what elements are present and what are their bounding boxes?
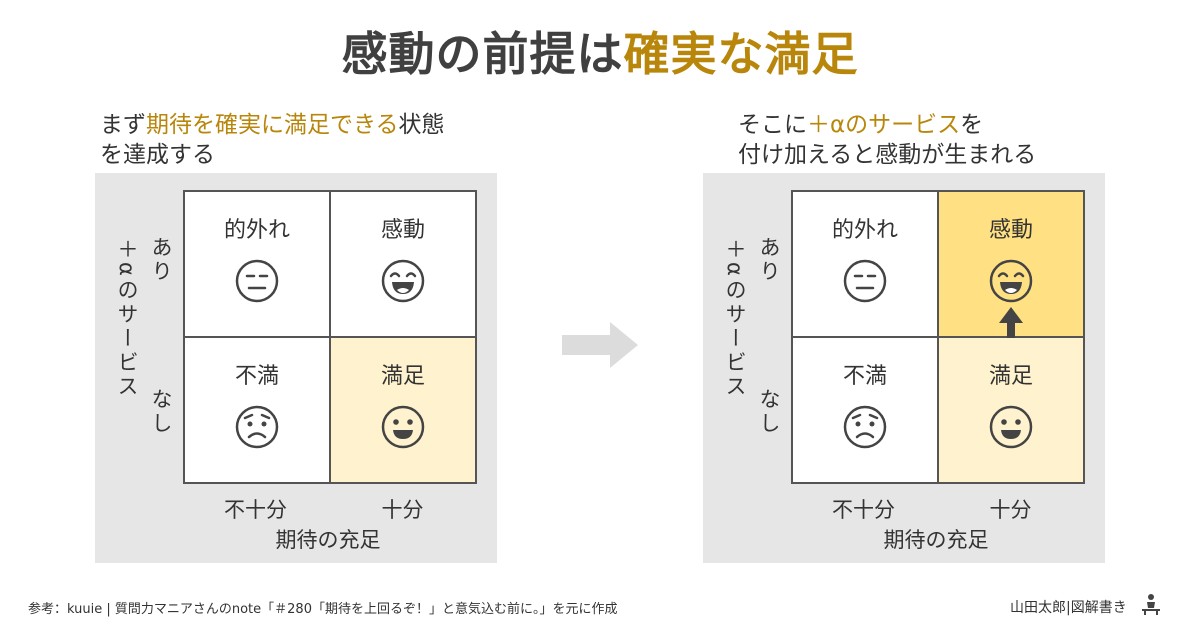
right-caption-c: を	[960, 112, 984, 138]
left-caption-a: まず	[100, 112, 146, 138]
right-cell-satisfied: 満足	[939, 338, 1083, 482]
left-caption-line2: を達成する	[100, 142, 215, 168]
title-part1: 感動の前提は	[341, 27, 624, 81]
right-caption: そこに＋αのサービスを 付け加えると感動が生まれる	[738, 110, 1036, 170]
left-x-right: 十分	[381, 498, 424, 522]
author-signature: 山田太郎|図解書き	[1010, 600, 1127, 616]
right-y-top: あり	[757, 236, 781, 284]
right-cell-impressed: 感動	[939, 192, 1083, 351]
right-x-right: 十分	[989, 498, 1032, 522]
page-title: 感動の前提は確実な満足	[0, 18, 1200, 84]
right-x-left: 不十分	[832, 498, 895, 522]
right-cell-impressed-label: 感動	[988, 218, 1033, 243]
person-at-desk-icon	[1142, 594, 1160, 615]
right-cell-dissatisfied: 不満	[793, 338, 937, 482]
right-cell-miss: 的外れ	[793, 192, 937, 336]
laughing-face-icon	[989, 259, 1033, 303]
left-cell-satisfied-label: 満足	[380, 364, 425, 389]
left-cell-impressed-label: 感動	[380, 218, 425, 243]
neutral-face-icon	[843, 259, 887, 303]
right-y-bottom: なし	[757, 388, 781, 436]
title-part2: 確実な満足	[623, 27, 859, 81]
right-x-title: 期待の充足	[883, 528, 989, 552]
smile-face-icon	[381, 405, 425, 449]
left-y-title: ＋αのサービス	[115, 238, 139, 399]
up-arrow-icon	[999, 307, 1023, 351]
left-cell-impressed: 感動	[331, 192, 475, 336]
worried-face-icon	[843, 405, 887, 449]
left-cell-miss: 的外れ	[185, 192, 329, 336]
left-cell-dissatisfied: 不満	[185, 338, 329, 482]
left-x-left: 不十分	[224, 498, 287, 522]
right-caption-b: ＋αのサービス	[807, 112, 961, 138]
right-cell-satisfied-label: 満足	[988, 364, 1033, 389]
worried-face-icon	[235, 405, 279, 449]
left-cell-dissatisfied-label: 不満	[234, 364, 279, 389]
left-x-title: 期待の充足	[275, 528, 381, 552]
neutral-face-icon	[235, 259, 279, 303]
left-cell-miss-label: 的外れ	[223, 218, 290, 243]
right-caption-a: そこに	[738, 112, 807, 138]
right-y-title: ＋αのサービス	[723, 238, 747, 399]
right-grid: 的外れ 感動 不満 満足	[791, 190, 1085, 484]
right-cell-miss-label: 的外れ	[831, 218, 898, 243]
source-footer: 参考：kuuie | 質問力マニアさんのnote「＃280「期待を上回るぞ！」と…	[28, 602, 618, 617]
right-cell-dissatisfied-label: 不満	[842, 364, 887, 389]
left-caption-b: 期待を確実に満足できる	[146, 112, 399, 138]
left-grid: 的外れ 感動 不満 満足	[183, 190, 477, 484]
left-caption: まず期待を確実に満足できる状態 を達成する	[100, 110, 445, 170]
laughing-face-icon	[381, 259, 425, 303]
right-arrow-icon	[562, 322, 638, 368]
smile-face-icon	[989, 405, 1033, 449]
left-y-top: あり	[149, 236, 173, 284]
left-y-bottom: なし	[149, 388, 173, 436]
right-caption-line2: 付け加えると感動が生まれる	[738, 142, 1037, 168]
left-cell-satisfied: 満足	[331, 338, 475, 482]
left-caption-c: 状態	[398, 112, 445, 138]
